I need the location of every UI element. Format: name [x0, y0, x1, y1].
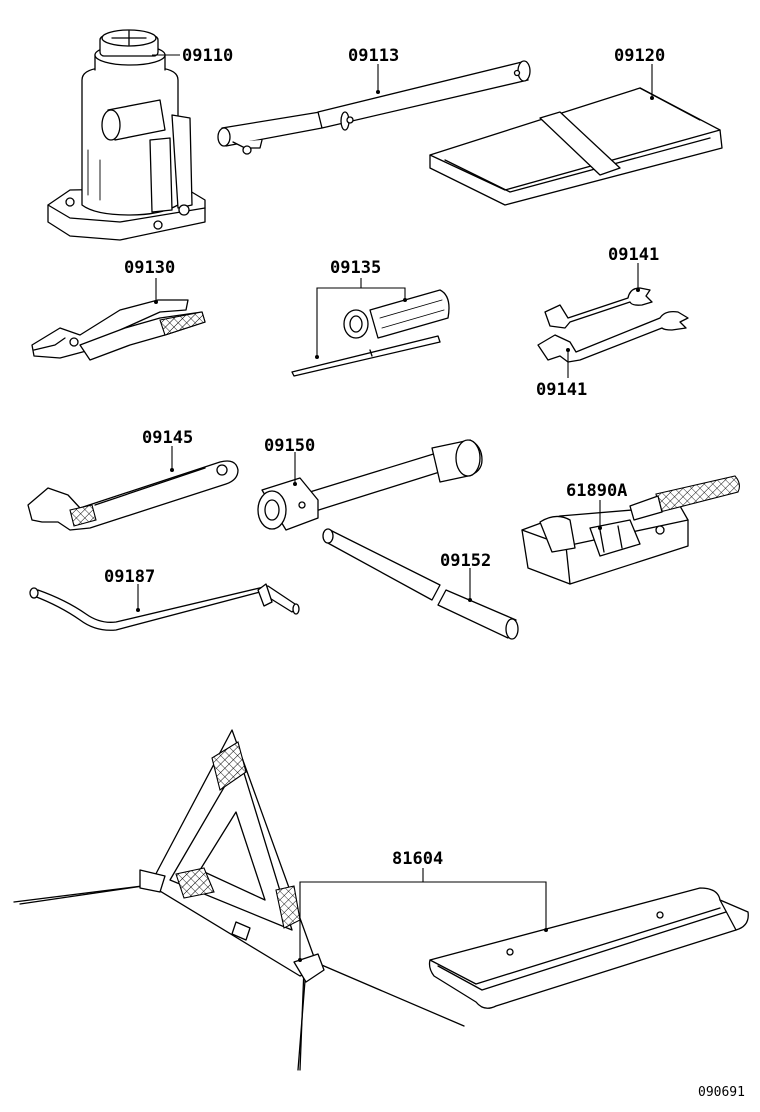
label-81604: 81604 — [392, 849, 443, 869]
triangle-case-drawing — [428, 887, 749, 1009]
label-09150: 09150 — [264, 436, 315, 456]
jack-handle-drawing — [217, 60, 531, 155]
label-09145: 09145 — [142, 428, 193, 448]
diagram-code: 090691 — [698, 1085, 745, 1100]
label-09152: 09152 — [440, 551, 491, 571]
label-61890A: 61890A — [566, 481, 627, 501]
tool-bag-drawing — [429, 87, 723, 206]
label-09113: 09113 — [348, 46, 399, 66]
label-09141-top: 09141 — [608, 245, 659, 265]
screwdriver-drawing — [291, 289, 450, 377]
label-09110: 09110 — [182, 46, 233, 66]
wheel-nut-wrench-drawing — [257, 439, 483, 531]
pliers-drawing — [31, 299, 206, 361]
label-09135: 09135 — [330, 258, 381, 278]
label-09187: 09187 — [104, 567, 155, 587]
label-09120: 09120 — [614, 46, 665, 66]
label-09130: 09130 — [124, 258, 175, 278]
warning-triangle-drawing — [13, 729, 465, 1071]
adjustable-wrench-drawing — [27, 460, 239, 531]
jack-drawing — [47, 29, 206, 241]
warning-triangle-holder-drawing — [521, 475, 741, 585]
label-09141-bottom: 09141 — [536, 380, 587, 400]
jack-handle-extension-drawing — [29, 583, 300, 631]
wrenches-drawing — [537, 287, 689, 363]
bar-drawing — [322, 528, 519, 640]
